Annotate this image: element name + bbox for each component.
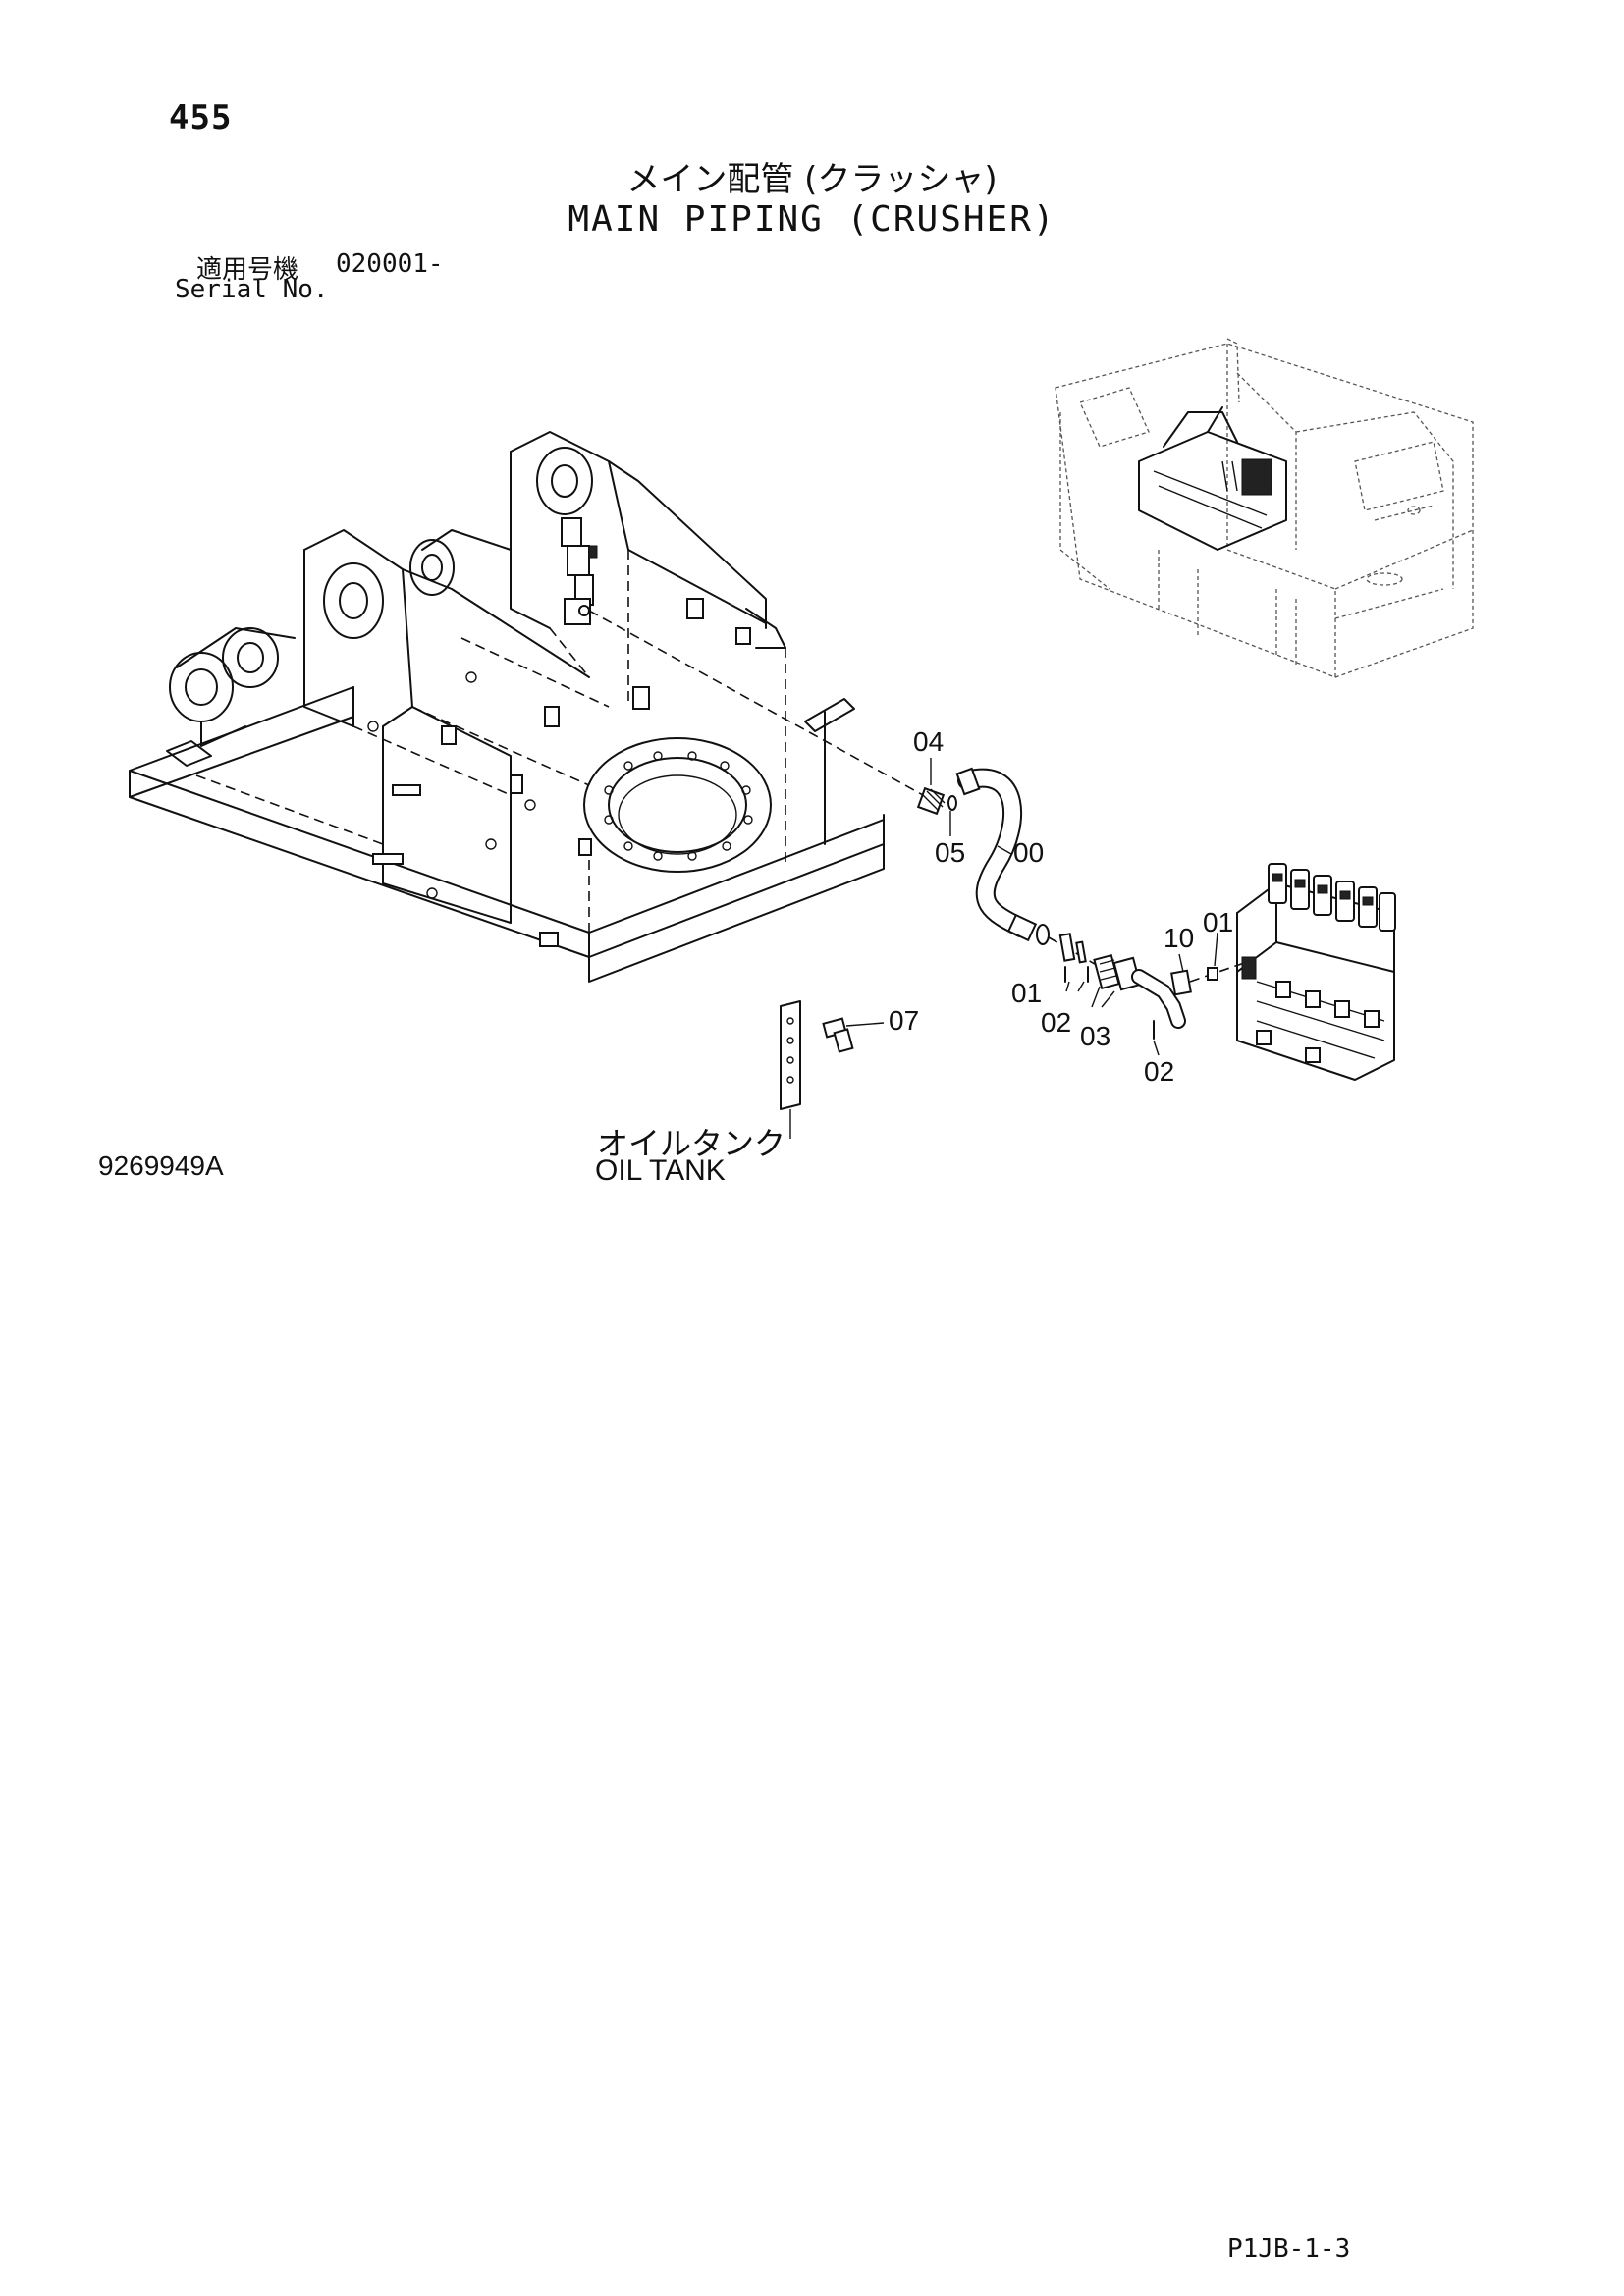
serial-label-japanese: 適用号機 xyxy=(196,255,299,285)
slewing-ring-bolts xyxy=(604,751,753,861)
page-code: P1JB-1-3 xyxy=(1227,2234,1351,2264)
drawing-number: 9269949A xyxy=(98,1150,224,1181)
oil-tank-bracket xyxy=(780,1000,801,1139)
oil-tank-label-japanese: オイルタンク xyxy=(597,1125,786,1162)
page-number: 455 xyxy=(169,98,233,137)
callout-02-mid: 02 xyxy=(1041,1007,1072,1038)
title-english: MAIN PIPING (CRUSHER) xyxy=(568,199,1056,240)
control-valve xyxy=(1236,863,1396,1081)
elbow-fitting-04 xyxy=(916,786,946,816)
serial-value: 020001- xyxy=(336,249,444,279)
callout-03: 03 xyxy=(1080,1021,1111,1051)
elbow-fitting-07 xyxy=(822,1017,885,1053)
callout-01-mid: 01 xyxy=(1011,978,1043,1008)
callout-00: 00 xyxy=(1013,837,1045,868)
oil-tank-label-english: OIL TANK xyxy=(595,1154,726,1187)
callout-01-top: 01 xyxy=(1203,907,1234,937)
callout-02-low: 02 xyxy=(1144,1056,1175,1087)
callout-05: 05 xyxy=(935,837,966,868)
callout-04: 04 xyxy=(913,726,945,757)
serial-label-english: Serial No. xyxy=(175,275,329,304)
split-flange-assembly xyxy=(1058,933,1089,983)
title-japanese: メイン配管 (クラッシャ) xyxy=(626,160,998,199)
callout-07: 07 xyxy=(889,1005,920,1036)
revolving-frame xyxy=(129,431,885,983)
frame-valve-block xyxy=(561,517,598,625)
callout-10: 10 xyxy=(1164,923,1195,953)
o-ring-05 xyxy=(947,795,957,811)
excavator-overview-inset xyxy=(1055,338,1474,678)
valve-spools xyxy=(1268,863,1396,932)
pipe-route xyxy=(588,610,1248,1056)
